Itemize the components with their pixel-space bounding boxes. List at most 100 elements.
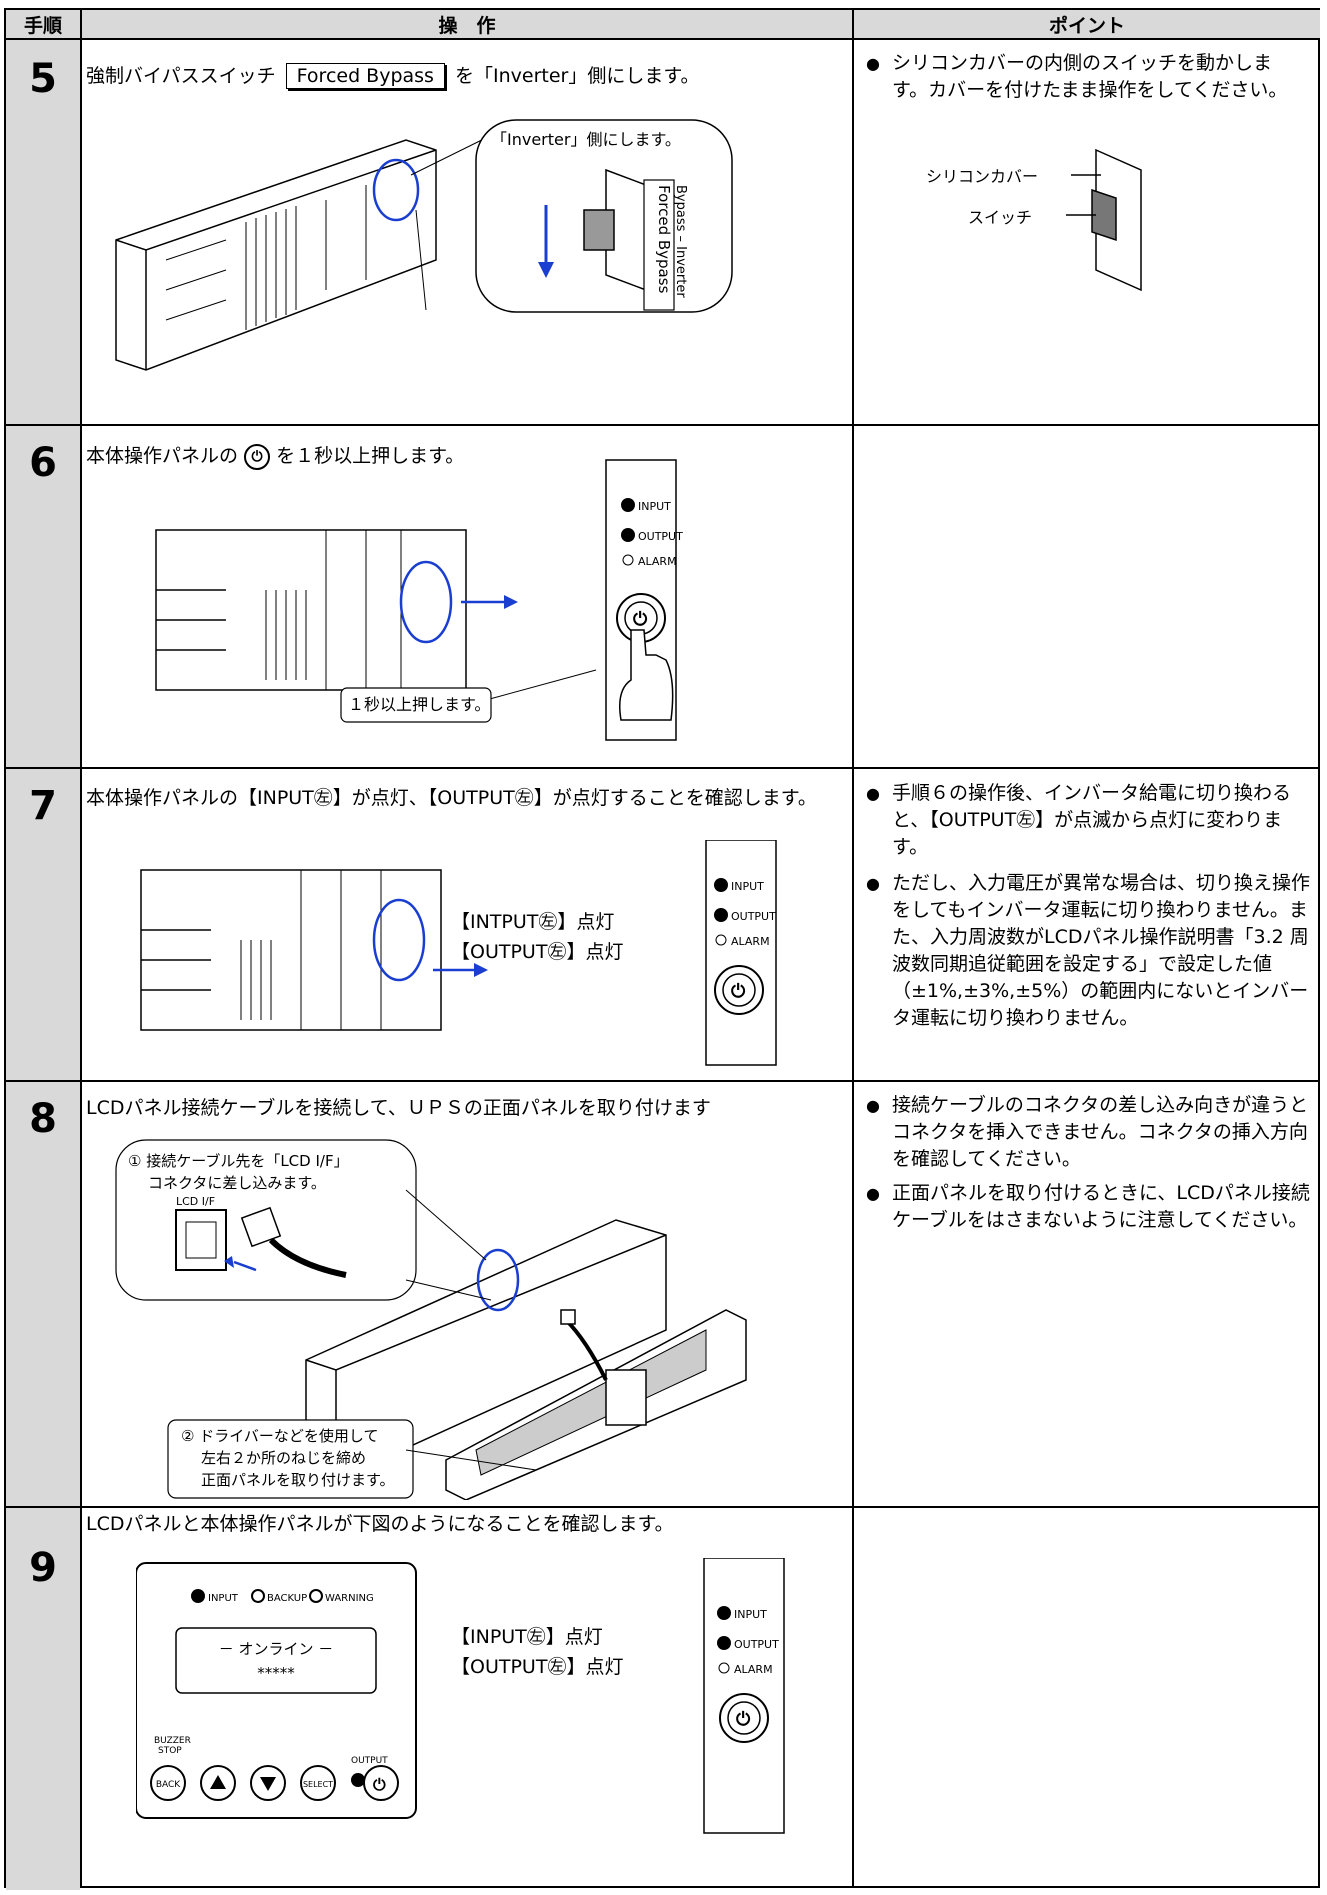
lcd-backup-label: BACKUP — [267, 1593, 307, 1604]
step7-illustration: INPUT OUTPUT ALARM ⏻ — [140, 840, 777, 1066]
step5-illustration: Forced Bypass Bypass – Inverter — [115, 119, 733, 371]
select-button — [300, 1765, 336, 1801]
step7-point-text: 手順６の操作後、インバータ給電に切り換わると、【OUTPUT㊧】が点滅から点灯に… — [892, 782, 1292, 858]
panel-input-label: INPUT — [734, 1608, 767, 1621]
step-number: 7 — [29, 783, 57, 829]
row-divider — [6, 767, 1318, 769]
lcd-buzzer-label: BUZZER — [154, 1736, 191, 1746]
connector-label: LCD I/F — [176, 1195, 215, 1208]
up-triangle-icon — [210, 1775, 226, 1789]
switch-label: スイッチ — [968, 208, 1033, 227]
col-divider — [80, 10, 82, 1886]
step7-status-output: 【OUTPUT㊧】点灯 — [451, 941, 624, 963]
switch-label-2: Bypass – Inverter — [673, 185, 688, 298]
step9-status-output: 【OUTPUT㊧】点灯 — [451, 1656, 624, 1678]
step9-status-input: 【INPUT㊧】点灯 — [451, 1626, 603, 1648]
step-column — [6, 40, 80, 1890]
step5-instruction: 強制バイパススイッチ Forced Bypass を「Inverter」側にしま… — [86, 62, 699, 91]
switch-label-1: Forced Bypass — [655, 185, 673, 294]
lcd-panel-icon — [605, 1369, 647, 1426]
lcd-input-label: INPUT — [208, 1593, 239, 1604]
switch-icon — [583, 209, 615, 251]
header-point: ポイント — [854, 10, 1320, 40]
header-point-label: ポイント — [1048, 14, 1125, 37]
svg-text:⏻: ⏻ — [731, 981, 746, 1002]
highlight-circle — [476, 1248, 520, 1312]
step5-callout-text: 「Inverter」側にします。 — [491, 130, 681, 149]
step7-point-2: ● ただし、入力電圧が異常な場合は、切り換え操作をしてもインバータ運転に切り換わ… — [858, 870, 1314, 1032]
control-panel — [705, 840, 777, 1066]
step8-callout-2-line1: ② ドライバーなどを使用して — [181, 1427, 379, 1445]
ups-unit-icon — [305, 1219, 667, 1481]
step8-instruction: LCDパネル接続ケーブルを接続して、ＵＰＳの正面パネルを取り付けます — [86, 1097, 711, 1119]
callout-box — [167, 1419, 414, 1499]
svg-text:⏻: ⏻ — [736, 1709, 751, 1730]
step7-instruction: 本体操作パネルの【INPUT㊧】が点灯、【OUTPUT㊧】が点灯することを確認し… — [86, 787, 817, 809]
bullet-icon: ● — [866, 874, 880, 893]
callout-box — [340, 687, 492, 723]
step8-callout-2: ② ドライバーなどを使用して 左右２か所のねじを締め 正面パネルを取り付けます。 — [181, 1425, 395, 1491]
step8-illustration: LCD I/F — [115, 1139, 747, 1500]
step6-callout-text: １秒以上押します。 — [348, 695, 491, 714]
lcd-output-label: OUTPUT — [351, 1756, 388, 1766]
step6-illustration: INPUT OUTPUT ALARM ⏻ — [155, 459, 683, 741]
highlight-circle — [399, 560, 453, 644]
col-divider — [852, 10, 854, 1886]
header-operation-label: 操 作 — [438, 14, 496, 37]
cable-plug-icon — [240, 1206, 282, 1248]
panel-alarm-label: ALARM — [734, 1663, 773, 1676]
header-step: 手順 — [6, 10, 80, 40]
svg-text:⏻: ⏻ — [373, 1775, 386, 1794]
highlight-circle — [372, 158, 420, 222]
silicone-cover-label: シリコンカバー — [926, 167, 1039, 186]
lcd-back-label: BACK — [156, 1780, 181, 1790]
ups-front-icon — [155, 529, 467, 691]
bullet-icon: ● — [866, 54, 880, 73]
procedure-table: 手順 操 作 ポイント 5 6 7 8 9 強制バイパススイッチ Forced … — [4, 8, 1320, 1890]
step8-callout-1-line2: コネクタに差し込みます。 — [148, 1174, 326, 1192]
step-number: 6 — [29, 440, 57, 486]
step5-point-text: シリコンカバーの内側のスイッチを動かします。カバーを付けたまま操作をしてください… — [892, 52, 1288, 101]
step5-text-post: を「Inverter」側にします。 — [455, 65, 700, 87]
down-triangle-icon — [260, 1777, 276, 1791]
step8-callout-2-line2: 左右２か所のねじを締め — [201, 1449, 367, 1467]
step9-illustration: INPUT BACKUP WARNING － オンライン － ***** BUZ… — [136, 1558, 785, 1834]
step9-instruction: LCDパネルと本体操作パネルが下図のようになることを確認します。 — [86, 1513, 674, 1535]
step8-point-1: ● 接続ケーブルのコネクタの差し込み向きが違うとコネクタを挿入できません。コネク… — [858, 1092, 1314, 1173]
bullet-icon: ● — [866, 1096, 880, 1115]
step-number: 8 — [29, 1096, 57, 1142]
panel-output-label: OUTPUT — [638, 530, 683, 543]
panel-alarm-label: ALARM — [638, 555, 677, 568]
panel-input-label: INPUT — [731, 880, 764, 893]
ups-front-icon — [140, 869, 442, 1031]
header-operation: 操 作 — [82, 10, 852, 40]
lcd-line-2: ***** — [257, 1664, 295, 1682]
step6-text-post: を１秒以上押します。 — [276, 445, 465, 467]
step6-text-pre: 本体操作パネルの — [86, 445, 239, 467]
step8-callout-1-line1: ① 接続ケーブル先を「LCD I/F」 — [128, 1152, 349, 1170]
step7-point-text: ただし、入力電圧が異常な場合は、切り換え操作をしてもインバータ運転に切り換わりま… — [892, 872, 1311, 1029]
lcd-connector-icon — [175, 1209, 227, 1271]
step8-point-text: 接続ケーブルのコネクタの差し込み向きが違うとコネクタを挿入できません。コネクタの… — [892, 1094, 1309, 1170]
step-number: 5 — [29, 56, 57, 102]
header-step-label: 手順 — [23, 14, 62, 37]
lcd-power-button — [363, 1765, 399, 1801]
step6-instruction: 本体操作パネルの ⏻ を１秒以上押します。 — [86, 442, 464, 471]
step5-point: ● シリコンカバーの内側のスイッチを動かします。カバーを付けたまま操作をしてくだ… — [858, 50, 1308, 104]
step-number: 9 — [29, 1545, 57, 1591]
bullet-icon: ● — [866, 1184, 880, 1203]
highlight-circle — [372, 898, 426, 982]
panel-output-label: OUTPUT — [734, 1638, 779, 1651]
step7-status-input: 【INTPUT㊧】点灯 — [451, 911, 615, 933]
svg-text:⏻: ⏻ — [633, 609, 648, 630]
lcd-warning-label: WARNING — [325, 1593, 374, 1604]
step8-callout-1: ① 接続ケーブル先を「LCD I/F」 コネクタに差し込みます。 — [128, 1150, 349, 1194]
row-divider — [6, 424, 1318, 426]
hand-icon — [619, 629, 674, 721]
panel-input-label: INPUT — [638, 500, 671, 513]
step7-point-1: ● 手順６の操作後、インバータ給電に切り換わると、【OUTPUT㊧】が点滅から点… — [858, 780, 1314, 861]
silicone-cover-illustration — [1066, 148, 1142, 292]
bullet-icon: ● — [866, 784, 880, 803]
switch-icon — [1091, 188, 1117, 242]
lcd-select-label: SELECT — [303, 1780, 333, 1789]
